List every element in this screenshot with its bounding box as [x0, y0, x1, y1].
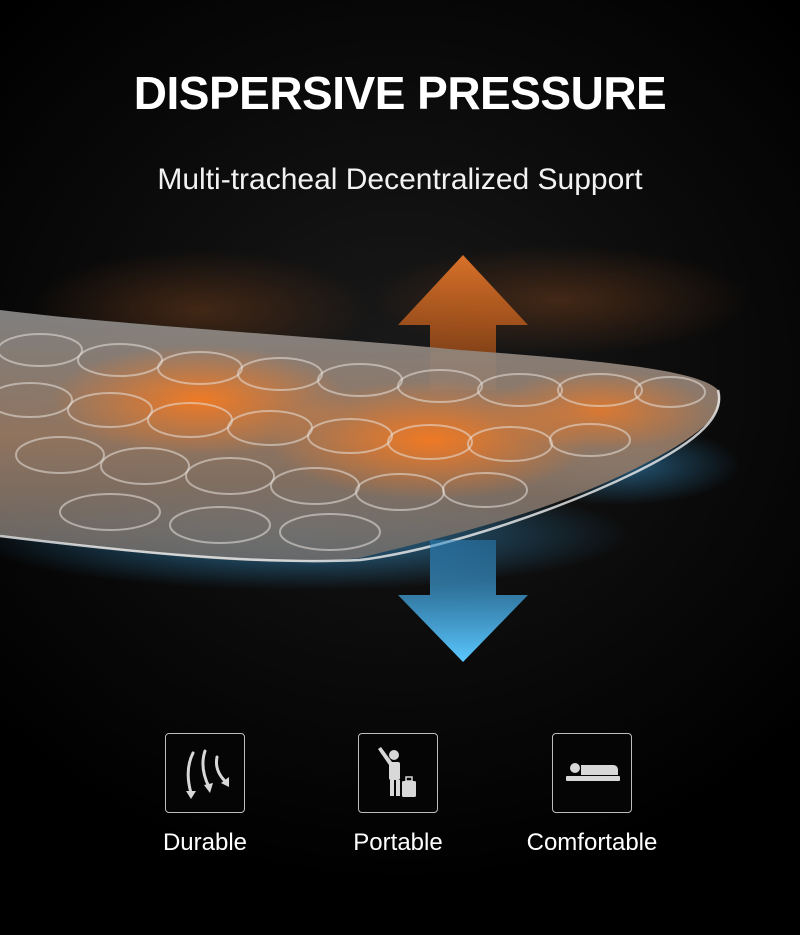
feature-comfortable: Comfortable	[492, 733, 692, 857]
feature-list: Durable Portable	[0, 733, 800, 873]
feature-label: Durable	[162, 829, 248, 856]
mattress-illustration	[0, 245, 750, 662]
page-subtitle: Multi-tracheal Decentralized Support	[157, 163, 643, 196]
durable-arrows-icon	[165, 733, 245, 813]
feature-label: Comfortable	[526, 829, 658, 856]
feature-label: Portable	[353, 829, 443, 856]
air-cell-mattress	[0, 310, 721, 563]
person-sleeping-icon	[552, 733, 632, 813]
pressure-down-arrow	[398, 540, 528, 662]
traveler-luggage-icon	[358, 733, 438, 813]
feature-portable: Portable	[298, 733, 498, 857]
page-title: DISPERSIVE PRESSURE	[133, 67, 667, 119]
feature-durable: Durable	[105, 733, 305, 857]
